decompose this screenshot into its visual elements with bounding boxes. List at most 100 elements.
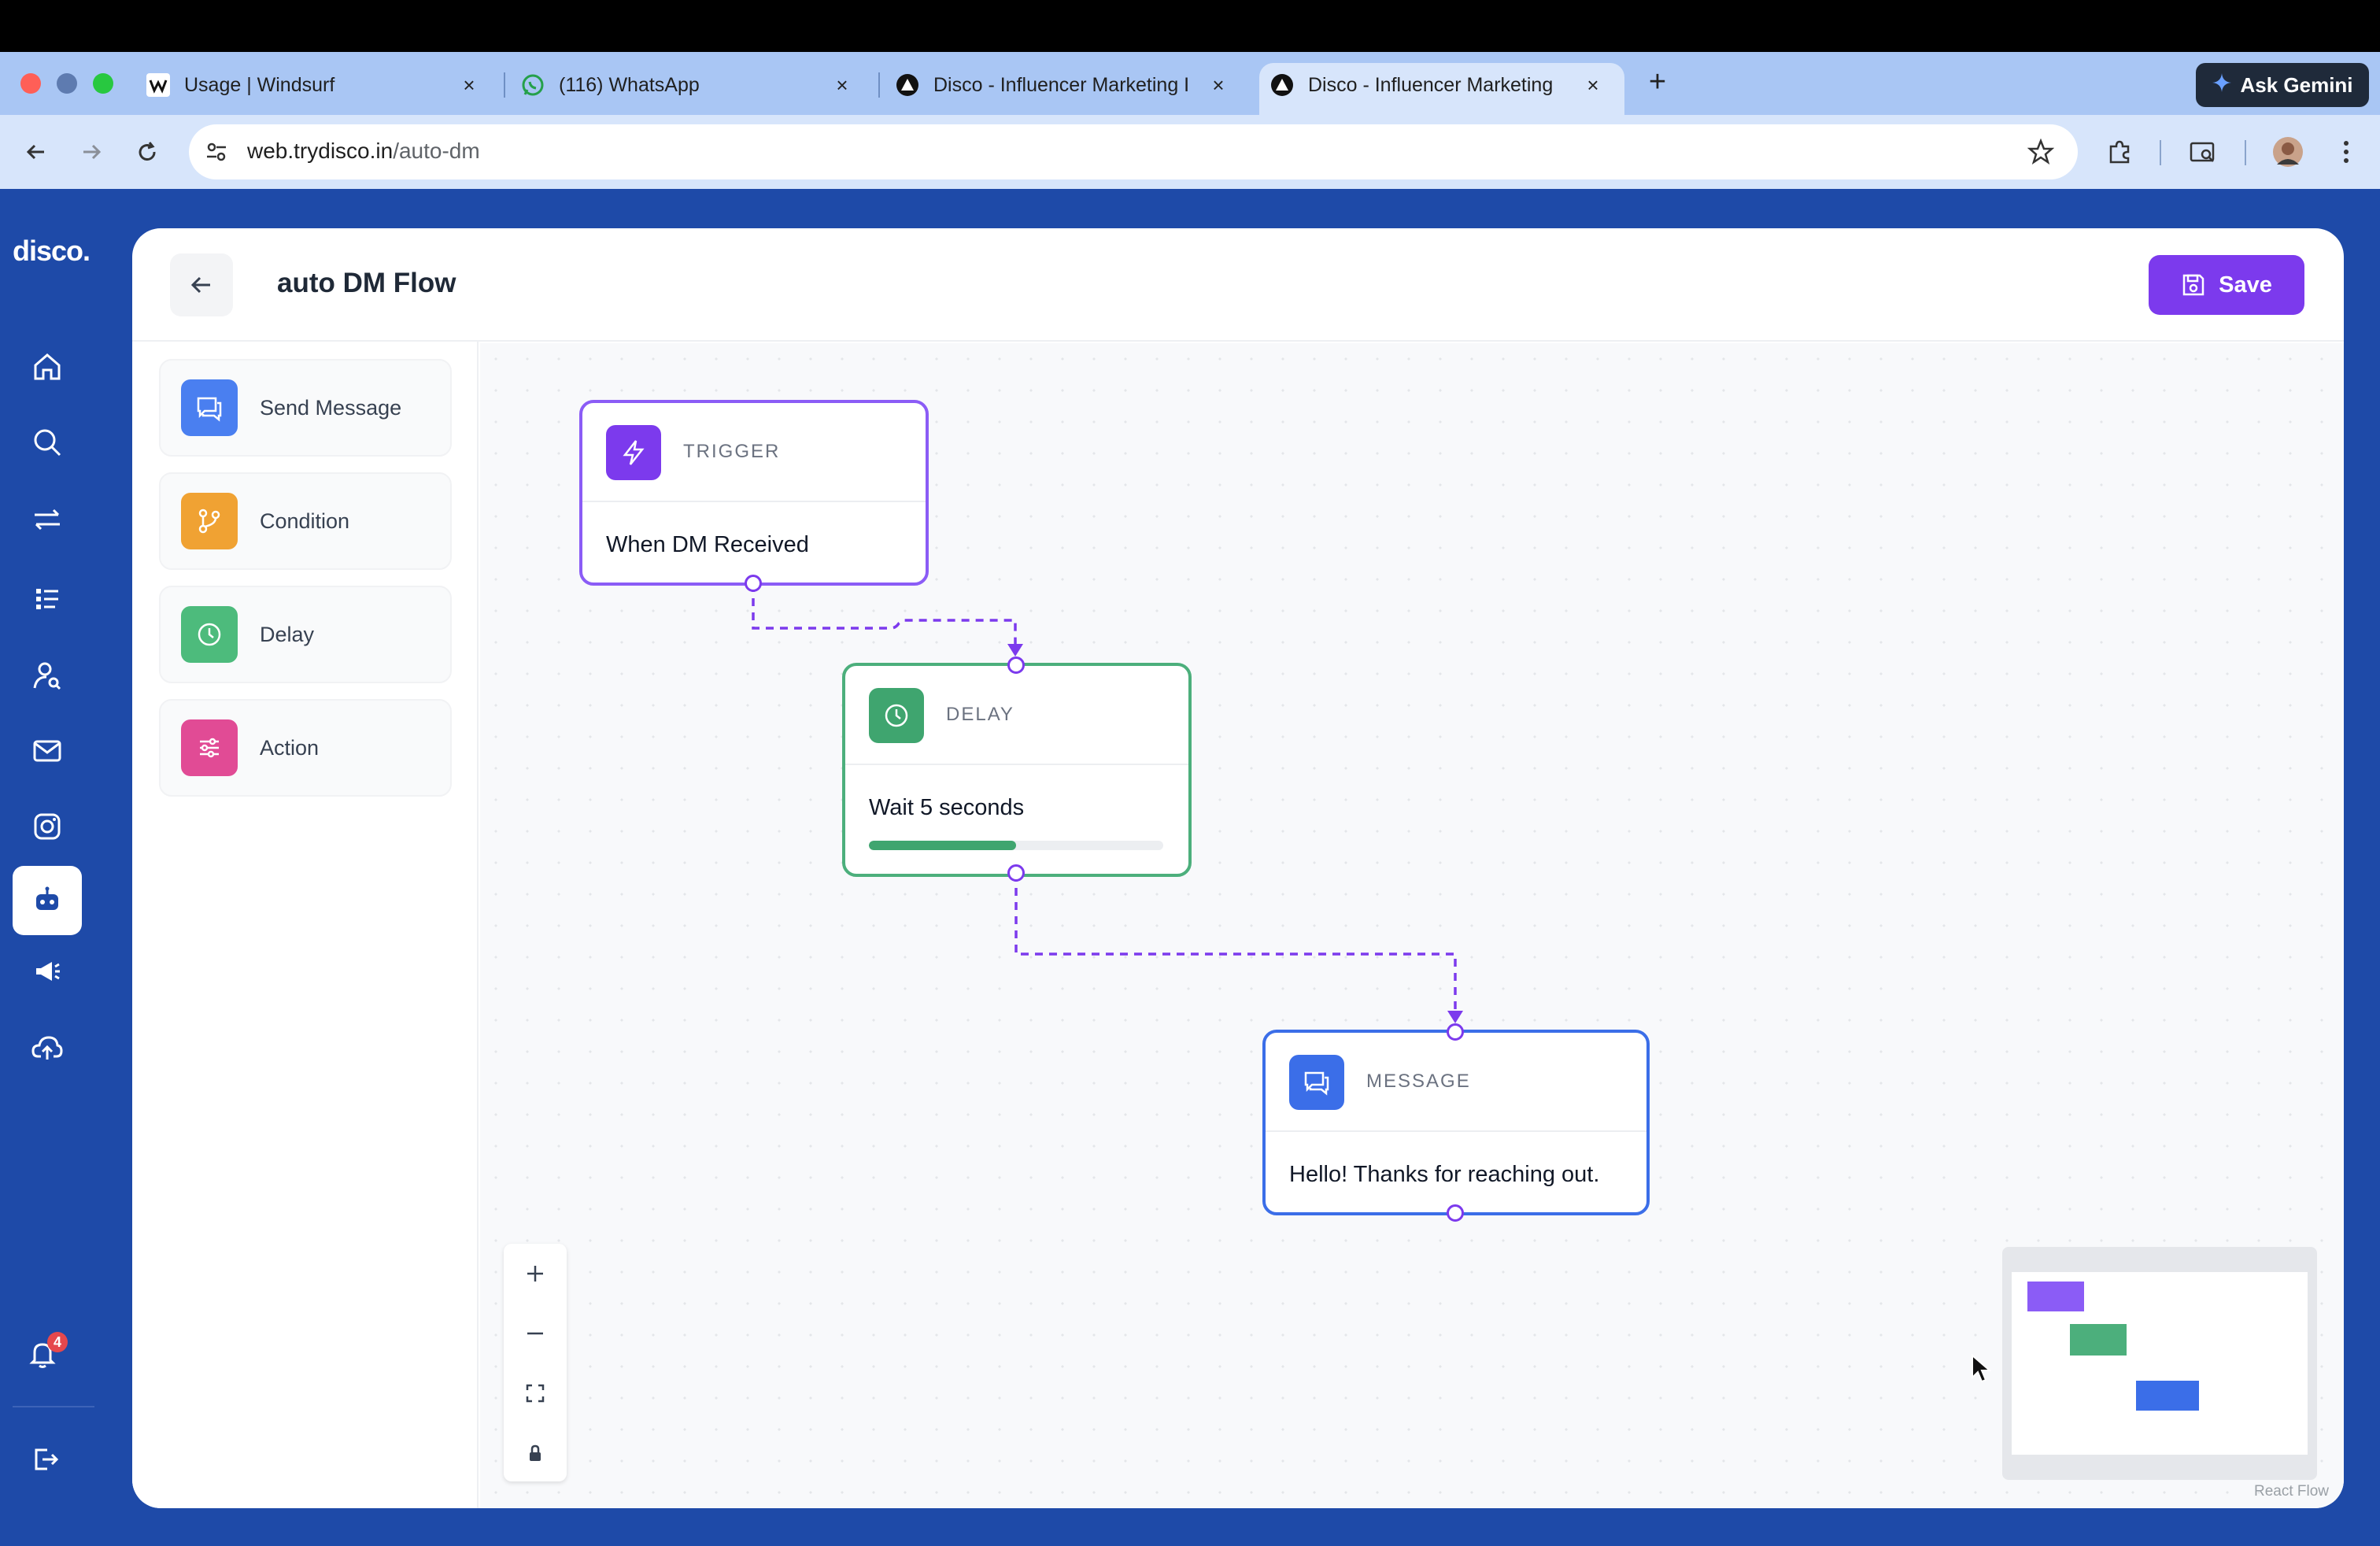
zoom-out-button[interactable] — [504, 1304, 567, 1363]
fit-view-button[interactable] — [504, 1363, 567, 1423]
edge-delay-to-message — [1014, 874, 1457, 1017]
sidebar-item-instagram[interactable] — [25, 804, 69, 849]
tab-title: Usage | Windsurf — [184, 73, 335, 96]
arrow-left-icon — [190, 276, 210, 294]
ask-gemini-button[interactable]: Ask Gemini — [2196, 63, 2369, 107]
close-icon[interactable]: × — [1587, 72, 1599, 97]
node-header: MESSAGE — [1266, 1033, 1646, 1132]
lock-icon — [530, 1444, 541, 1461]
palette-item-action[interactable]: Action — [159, 699, 452, 797]
delay-node[interactable]: DELAY Wait 5 seconds — [842, 663, 1192, 877]
delay-progress-track — [869, 841, 1163, 850]
delay-target-handle[interactable] — [1007, 656, 1025, 674]
minimap-node-trigger — [2027, 1282, 2084, 1311]
more-menu-icon[interactable] — [2326, 132, 2366, 172]
git-branch-icon — [181, 493, 238, 549]
new-tab-button[interactable]: + — [1648, 65, 1667, 98]
logout-icon — [35, 1448, 59, 1470]
screen-top-bar — [0, 0, 2380, 52]
sidebar-item-lists[interactable] — [25, 576, 69, 620]
message-node[interactable]: MESSAGE Hello! Thanks for reaching out. — [1262, 1030, 1650, 1215]
sidebar-item-creators[interactable] — [25, 653, 69, 697]
site-info-icon[interactable] — [197, 132, 236, 172]
sidebar-item-mail[interactable] — [25, 729, 69, 773]
disco-triangle-icon — [896, 73, 919, 97]
save-icon — [2182, 274, 2204, 296]
node-type-label: DELAY — [946, 704, 1014, 725]
edge-trigger-to-delay — [752, 584, 1017, 650]
extensions-puzzle-icon[interactable] — [2100, 132, 2139, 172]
tab-title: (116) WhatsApp — [559, 73, 700, 96]
fullscreen-icon — [526, 1384, 545, 1403]
zoom-in-button[interactable] — [504, 1244, 567, 1304]
url-path: /auto-dm — [393, 139, 480, 163]
palette-item-condition[interactable]: Condition — [159, 472, 452, 570]
sidebar-item-logout[interactable] — [24, 1437, 68, 1481]
arrow-right-icon — [83, 144, 102, 160]
forward-button[interactable] — [72, 132, 112, 172]
search-icon — [34, 429, 61, 457]
sliders-icon — [181, 719, 238, 776]
node-text: Hello! Thanks for reaching out. — [1289, 1162, 1600, 1187]
sidebar-item-automation[interactable] — [25, 878, 69, 923]
sidebar-item-home[interactable] — [25, 345, 69, 389]
address-bar[interactable] — [189, 124, 2078, 179]
edge-arrow — [1007, 644, 1023, 656]
save-label: Save — [2219, 272, 2272, 298]
close-icon[interactable]: × — [463, 72, 475, 97]
profile-avatar[interactable] — [2268, 132, 2308, 172]
palette-item-send-message[interactable]: Send Message — [159, 359, 452, 457]
window-minimize-button[interactable] — [57, 73, 77, 94]
window-zoom-button[interactable] — [93, 73, 113, 94]
close-icon[interactable]: × — [836, 72, 848, 97]
sidebar-item-notifications[interactable] — [20, 1332, 65, 1376]
sidebar-item-transfer[interactable] — [25, 497, 69, 542]
tab-windsurf[interactable]: Usage | Windsurf × — [146, 63, 493, 107]
sidebar-item-upload[interactable] — [25, 1025, 69, 1069]
bookmark-star-icon[interactable] — [2021, 132, 2060, 172]
back-button[interactable] — [16, 132, 55, 172]
disco-logo[interactable]: disco. — [13, 235, 91, 267]
clock-icon — [869, 688, 924, 743]
palette-item-delay[interactable]: Delay — [159, 586, 452, 683]
trigger-node[interactable]: TRIGGER When DM Received — [579, 400, 929, 586]
delay-source-handle[interactable] — [1007, 864, 1025, 882]
sidebar-item-campaigns[interactable] — [25, 949, 69, 993]
arrow-left-icon — [26, 144, 44, 160]
sidebar-divider — [13, 1406, 94, 1407]
message-source-handle[interactable] — [1447, 1204, 1464, 1222]
delay-progress-fill — [869, 841, 1016, 850]
react-flow-attribution[interactable]: React Flow — [2254, 1483, 2330, 1500]
reload-button[interactable] — [128, 132, 167, 172]
ask-gemini-label: Ask Gemini — [2240, 72, 2353, 97]
trigger-source-handle[interactable] — [745, 575, 762, 592]
tab-disco-1[interactable]: Disco - Influencer Marketing I × — [896, 63, 1242, 107]
lock-button[interactable] — [504, 1423, 567, 1483]
node-header: DELAY — [845, 666, 1188, 765]
window-close-button[interactable] — [20, 73, 41, 94]
node-text: Wait 5 seconds — [869, 795, 1025, 820]
minimap-node-message — [2136, 1381, 2199, 1411]
flow-back-button[interactable] — [170, 253, 233, 316]
tab-disco-active[interactable]: Disco - Influencer Marketing I × — [1270, 63, 1617, 107]
node-type-label: MESSAGE — [1366, 1071, 1471, 1092]
tab-disco-active-bg[interactable] — [1259, 63, 1624, 115]
palette-label: Delay — [260, 622, 315, 646]
tab-whatsapp[interactable]: (116) WhatsApp × — [521, 63, 866, 107]
palette-label: Condition — [260, 509, 350, 533]
tab-search-icon[interactable] — [2183, 132, 2223, 172]
message-target-handle[interactable] — [1447, 1023, 1464, 1041]
palette-label: Send Message — [260, 395, 402, 420]
mouse-cursor-icon — [1972, 1354, 1991, 1383]
close-icon[interactable]: × — [1212, 72, 1225, 97]
mail-icon — [33, 740, 61, 762]
save-button[interactable]: Save — [2149, 255, 2304, 315]
url-text[interactable]: web.trydisco.in/auto-dm — [247, 139, 480, 164]
arrows-transfer-icon — [35, 509, 60, 531]
sidebar-item-search[interactable] — [25, 420, 69, 464]
toolbar-separator — [2160, 140, 2161, 165]
home-icon — [34, 353, 61, 380]
url-host: web.trydisco.in — [247, 139, 394, 163]
palette-label: Action — [260, 735, 320, 760]
